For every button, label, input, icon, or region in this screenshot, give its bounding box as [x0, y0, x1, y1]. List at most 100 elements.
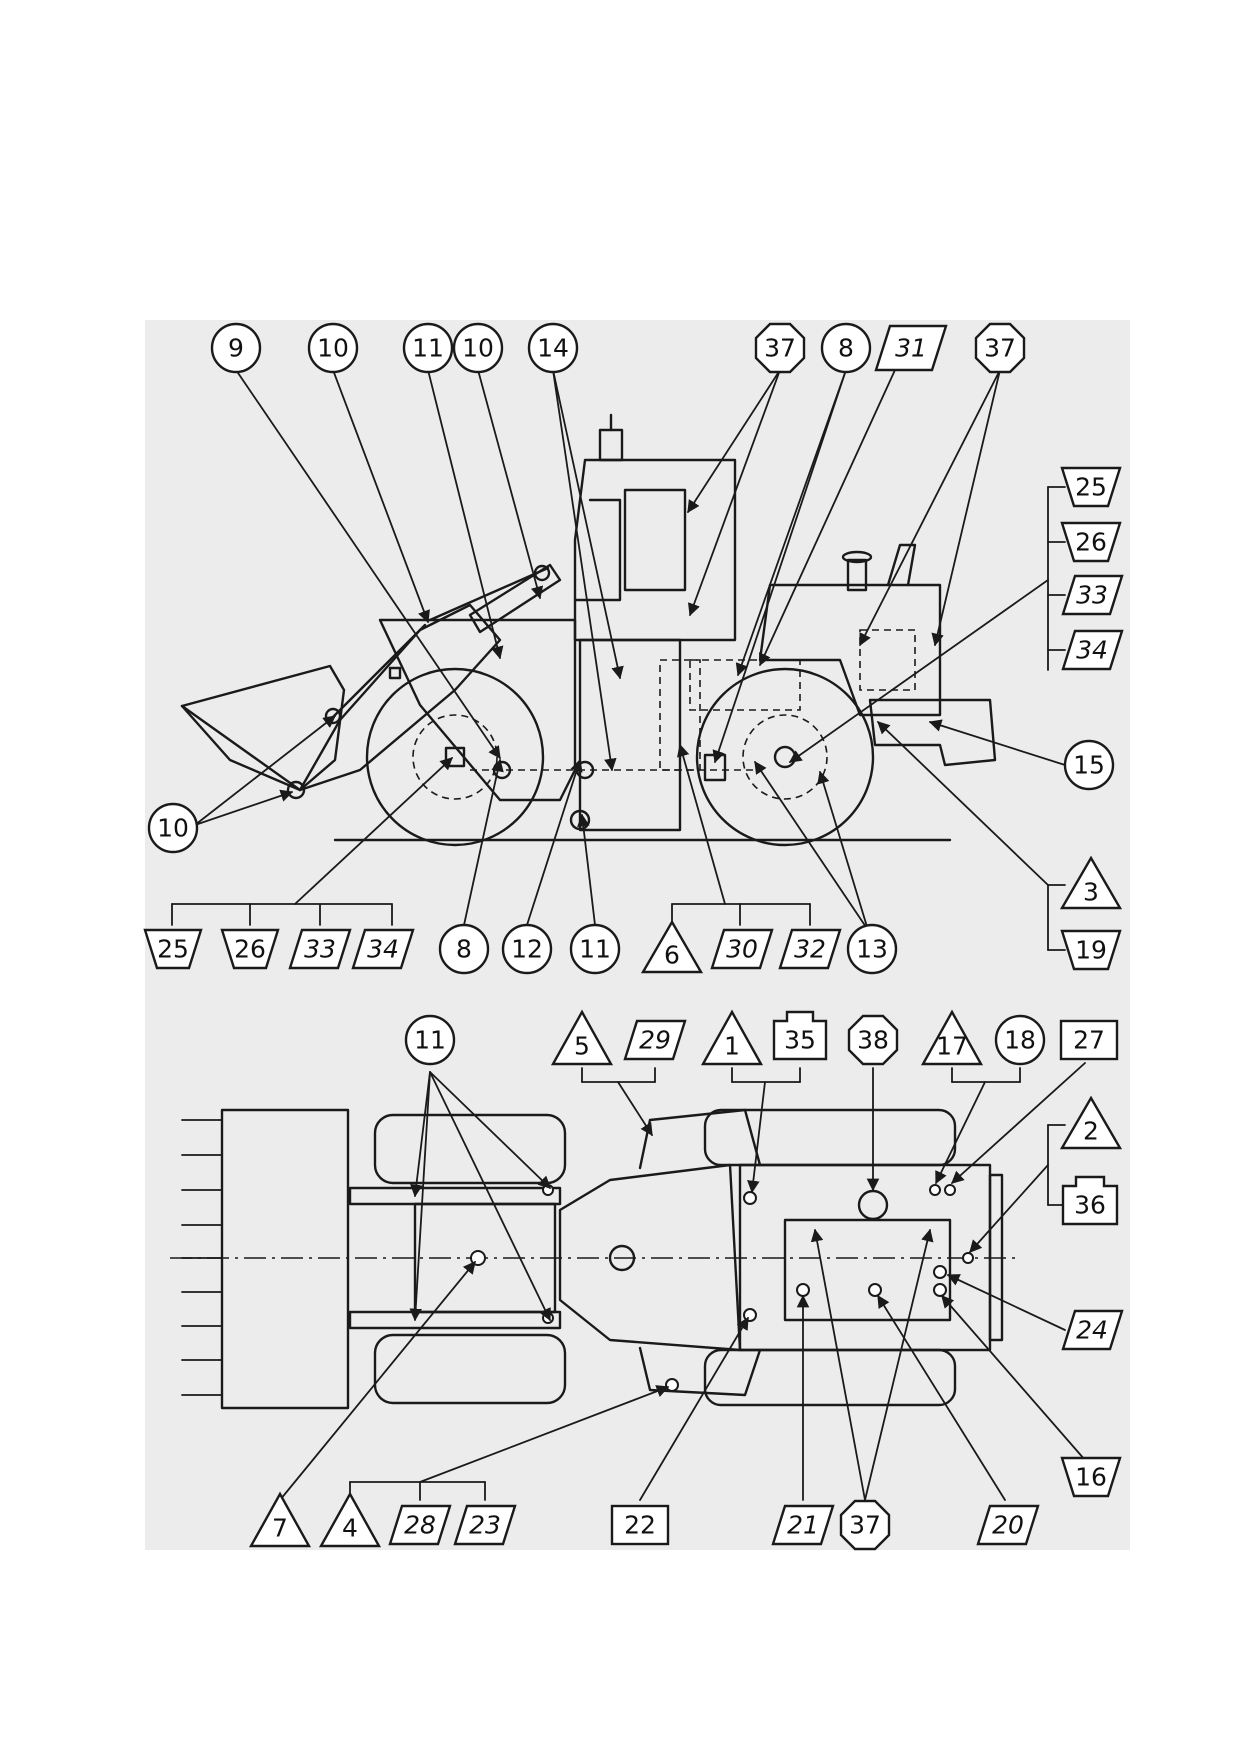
- label-12: 12: [511, 935, 543, 964]
- label-27: 27: [1073, 1026, 1105, 1055]
- symbol-parallelogram-34a: 34: [1061, 629, 1124, 671]
- label-36: 36: [1074, 1191, 1106, 1220]
- label-33b: 33: [304, 935, 336, 964]
- drawing-panel: [145, 320, 1130, 1550]
- symbol-triangle-1: 1: [700, 1009, 764, 1066]
- label-9: 9: [228, 334, 244, 363]
- symbol-parallelogram-34b: 34: [351, 928, 415, 970]
- symbol-triangle-4: 4: [318, 1491, 382, 1548]
- symbol-parallelogram-29: 29: [623, 1019, 687, 1061]
- label-38: 38: [857, 1026, 889, 1055]
- symbol-parallelogram-23: 23: [453, 1504, 517, 1546]
- symbol-parallelogram-20: 20: [976, 1504, 1040, 1546]
- label-32: 32: [794, 935, 826, 964]
- symbol-circle-18: 18: [994, 1014, 1046, 1066]
- label-37b: 37: [984, 334, 1016, 363]
- label-11b: 11: [579, 935, 611, 964]
- label-13: 13: [856, 935, 888, 964]
- label-37c: 37: [849, 1511, 881, 1540]
- label-35: 35: [784, 1026, 816, 1055]
- symbol-circle-10c: 10: [147, 802, 199, 854]
- label-11c: 11: [414, 1026, 446, 1055]
- label-18: 18: [1004, 1026, 1036, 1055]
- label-10a: 10: [317, 334, 349, 363]
- symbol-octagon-38: 38: [847, 1014, 899, 1066]
- label-31: 31: [895, 334, 927, 363]
- label-10c: 10: [157, 814, 189, 843]
- label-34a: 34: [1076, 636, 1108, 665]
- symbol-parallelogram-30: 30: [710, 928, 774, 970]
- label-34b: 34: [367, 935, 399, 964]
- loader-side-view: [180, 413, 997, 847]
- label-15: 15: [1073, 751, 1105, 780]
- symbol-trapezoid-26b: 26: [220, 928, 280, 970]
- label-25b: 25: [157, 935, 189, 964]
- front-wheel: [365, 667, 545, 847]
- label-37a: 37: [764, 334, 796, 363]
- label-8b: 8: [456, 935, 472, 964]
- rear-wheel: [695, 667, 875, 847]
- leader-lines: [171, 369, 1086, 1501]
- label-28: 28: [404, 1511, 436, 1540]
- label-10b: 10: [462, 334, 494, 363]
- label-2: 2: [1083, 1117, 1099, 1146]
- label-14: 14: [537, 334, 569, 363]
- symbol-circle-11c: 11: [404, 1014, 456, 1066]
- label-17: 17: [936, 1032, 968, 1061]
- front-wheel-right: [373, 1333, 567, 1405]
- symbol-circle-13: 13: [846, 923, 898, 975]
- symbol-parallelogram-33a: 33: [1061, 574, 1124, 616]
- symbol-parallelogram-31: 31: [874, 324, 948, 372]
- label-19: 19: [1075, 936, 1107, 965]
- front-wheel-left: [373, 1113, 567, 1185]
- symbol-parallelogram-24: 24: [1061, 1309, 1124, 1351]
- symbol-tab-36: 36: [1061, 1175, 1119, 1226]
- label-22: 22: [624, 1511, 656, 1540]
- symbol-circle-10b: 10: [452, 322, 504, 374]
- label-33a: 33: [1076, 581, 1108, 610]
- label-20: 20: [992, 1511, 1024, 1540]
- label-3: 3: [1083, 878, 1099, 907]
- symbol-circle-11a: 11: [402, 322, 454, 374]
- symbol-trapezoid-25b: 25: [143, 928, 203, 970]
- symbol-parallelogram-33b: 33: [288, 928, 352, 970]
- symbol-circle-15: 15: [1063, 739, 1115, 791]
- symbol-circle-12: 12: [501, 923, 553, 975]
- symbol-circle-14: 14: [527, 322, 579, 374]
- symbol-trapezoid-16: 16: [1060, 1456, 1122, 1498]
- label-26a: 26: [1075, 528, 1107, 557]
- counterweight: [868, 698, 997, 767]
- symbol-circle-8b: 8: [438, 923, 490, 975]
- symbol-triangle-6: 6: [640, 919, 704, 974]
- label-6: 6: [664, 941, 680, 970]
- label-1: 1: [724, 1032, 740, 1061]
- symbol-circle-10a: 10: [307, 322, 359, 374]
- symbol-triangle-2: 2: [1059, 1095, 1123, 1150]
- loader-top-view: [170, 1108, 1020, 1410]
- symbol-trapezoid-19: 19: [1060, 929, 1122, 971]
- symbol-square-27: 27: [1059, 1019, 1119, 1061]
- symbol-triangle-7: 7: [248, 1491, 312, 1548]
- symbol-parallelogram-32: 32: [778, 928, 842, 970]
- symbol-parallelogram-28: 28: [388, 1504, 452, 1546]
- symbol-circle-11b: 11: [569, 923, 621, 975]
- label-24: 24: [1076, 1316, 1108, 1345]
- symbol-triangle-5: 5: [550, 1009, 614, 1066]
- symbol-parallelogram-21: 21: [771, 1504, 835, 1546]
- label-7: 7: [272, 1514, 288, 1543]
- lift-arm: [298, 603, 502, 792]
- symbol-octagon-37b: 37: [974, 322, 1026, 374]
- label-30: 30: [726, 935, 758, 964]
- symbol-trapezoid-26a: 26: [1060, 521, 1122, 563]
- symbol-triangle-17: 17: [920, 1009, 984, 1066]
- symbol-octagon-37c: 37: [839, 1499, 891, 1551]
- label-26b: 26: [234, 935, 266, 964]
- symbol-tab-35: 35: [772, 1010, 828, 1061]
- symbol-trapezoid-25a: 25: [1060, 466, 1122, 508]
- label-16: 16: [1075, 1463, 1107, 1492]
- label-29: 29: [639, 1026, 671, 1055]
- label-11a: 11: [412, 334, 444, 363]
- label-21: 21: [787, 1511, 819, 1540]
- label-23: 23: [469, 1511, 501, 1540]
